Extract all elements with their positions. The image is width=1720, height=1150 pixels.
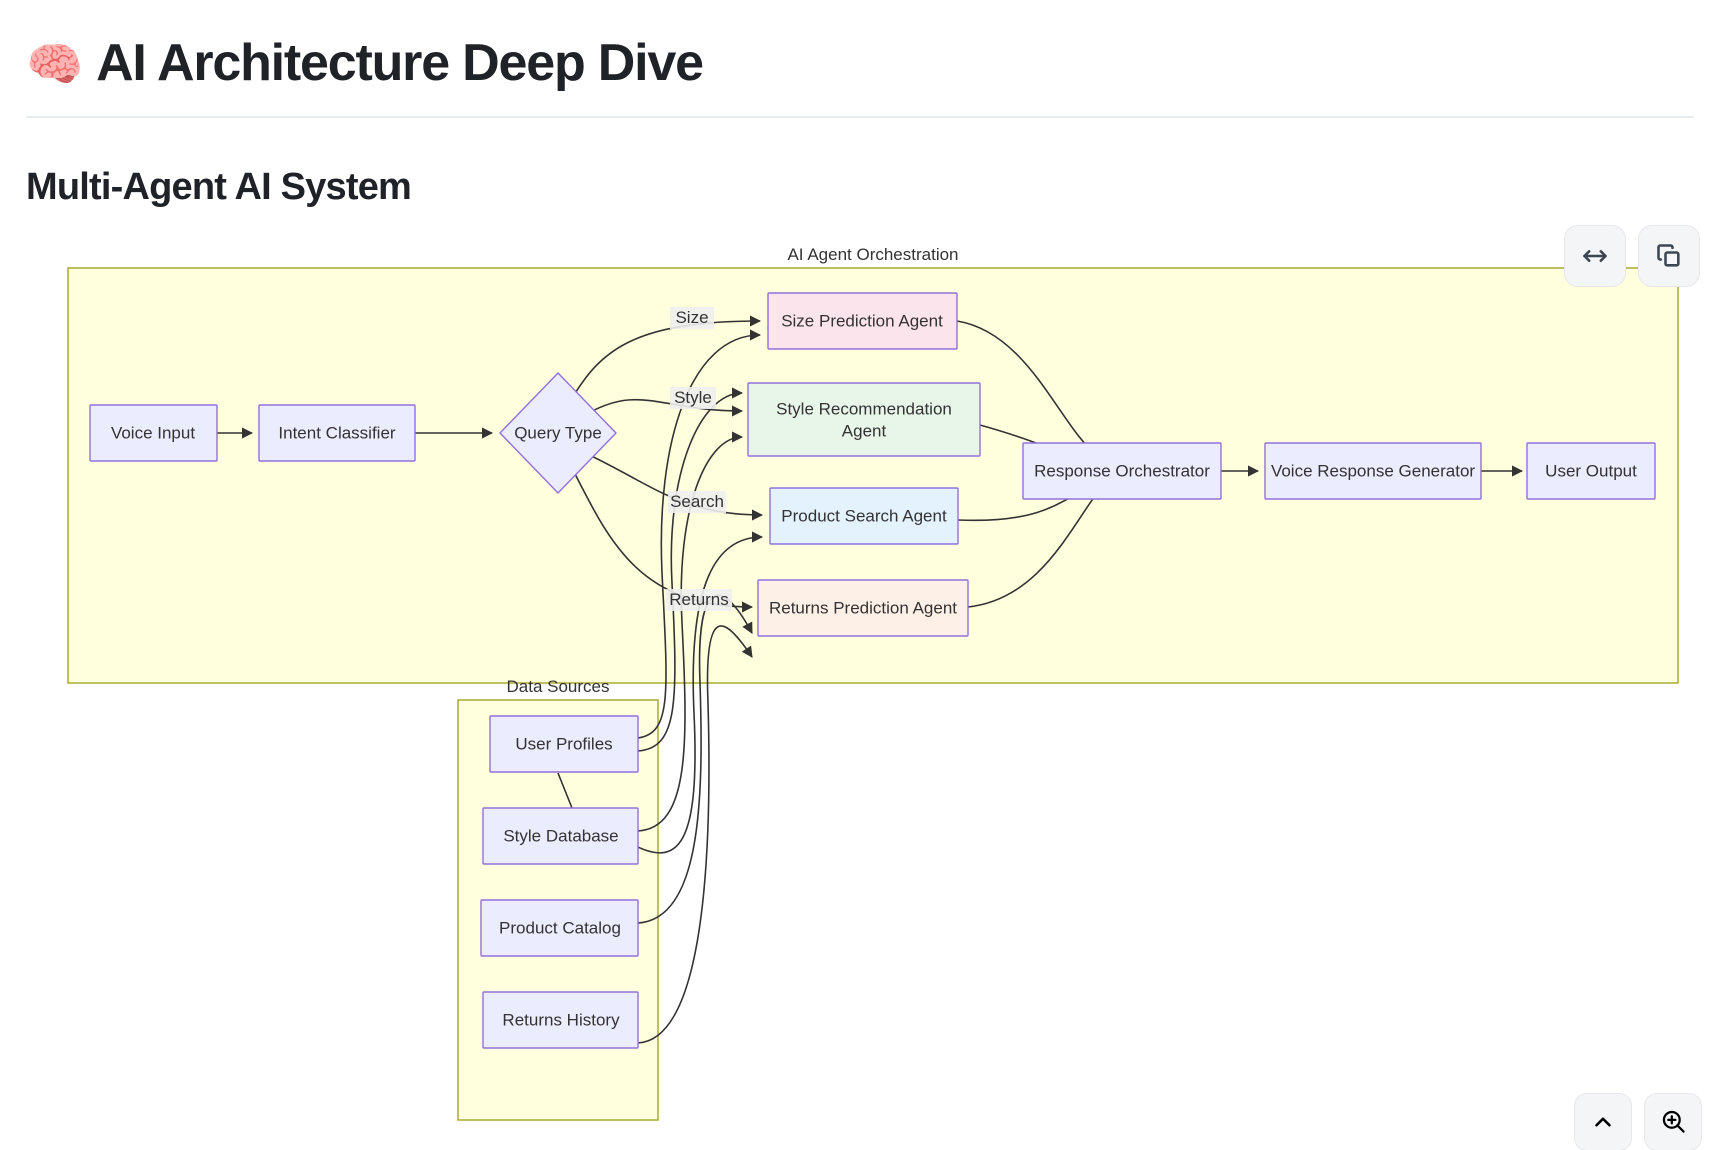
diagram-container[interactable]: AI Agent Orchestration Data Sources — [0, 224, 1720, 1150]
edge-label-layer: Size Style Search Returns — [666, 306, 732, 611]
page-title: 🧠 AI Architecture Deep Dive — [26, 34, 1694, 94]
node-user-output-label: User Output — [1545, 461, 1637, 480]
diagram-top-toolbar — [1564, 224, 1700, 287]
edge-label-style-text: Style — [674, 388, 712, 407]
edge-styledb-to-style — [637, 431, 744, 832]
magnifier-plus-icon — [1662, 1111, 1685, 1134]
node-voice-response-generator-label: Voice Response Generator — [1271, 461, 1475, 480]
edge-productcatalog-to-search — [629, 531, 764, 854]
node-product-catalog-label: Product Catalog — [499, 918, 621, 937]
header-divider — [26, 115, 1694, 118]
edge-returns-to-orchestrator — [967, 487, 1101, 608]
node-voice-response-generator[interactable]: Voice Response Generator — [1264, 442, 1482, 500]
copy-icon — [1657, 244, 1680, 267]
node-intent-classifier[interactable]: Intent Classifier — [258, 404, 416, 462]
edge-userprofiles-to-style — [637, 387, 744, 752]
node-response-orchestrator-label: Response Orchestrator — [1034, 461, 1210, 480]
node-returns-prediction-agent[interactable]: Returns Prediction Agent — [757, 579, 969, 637]
pan-up-button[interactable] — [1574, 1092, 1632, 1150]
node-returns-prediction-agent-label: Returns Prediction Agent — [769, 598, 957, 617]
node-voice-input-label: Voice Input — [111, 423, 195, 442]
node-product-search-agent[interactable]: Product Search Agent — [769, 487, 959, 545]
fit-width-button[interactable] — [1564, 224, 1626, 287]
edge-label-search-text: Search — [670, 492, 724, 511]
node-intent-classifier-label: Intent Classifier — [278, 423, 395, 442]
node-query-type-label: Query Type — [514, 423, 602, 442]
node-product-search-agent-label: Product Search Agent — [781, 506, 947, 525]
node-style-recommendation-agent-label-line2: Agent — [842, 421, 887, 440]
zoom-in-button[interactable] — [1644, 1092, 1702, 1150]
edge-label-returns: Returns — [666, 588, 732, 611]
brain-icon: 🧠 — [26, 37, 83, 90]
node-user-output[interactable]: User Output — [1526, 442, 1656, 500]
node-returns-history[interactable]: Returns History — [482, 991, 639, 1049]
horizontal-double-arrow-icon — [1583, 249, 1607, 262]
edge-query-to-size — [571, 315, 762, 399]
node-returns-history-label: Returns History — [502, 1010, 620, 1029]
cluster-label-orchestration: AI Agent Orchestration — [787, 245, 958, 264]
node-size-prediction-agent-label: Size Prediction Agent — [781, 311, 943, 330]
cluster-label-datasources: Data Sources — [507, 677, 610, 696]
node-style-recommendation-agent[interactable]: Style Recommendation Agent — [747, 382, 981, 457]
edge-returnshistory-to-returns — [637, 624, 753, 1044]
edge-query-to-search — [584, 452, 764, 521]
node-voice-input[interactable]: Voice Input — [89, 404, 218, 462]
node-product-catalog[interactable]: Product Catalog — [480, 899, 639, 957]
diagram-pan-zoom-toolbar — [1504, 1092, 1702, 1150]
chevron-up-icon — [1595, 1117, 1611, 1127]
node-query-type[interactable]: Query Type — [499, 371, 617, 494]
node-style-database[interactable]: Style Database — [482, 807, 639, 865]
node-size-prediction-agent[interactable]: Size Prediction Agent — [767, 292, 958, 350]
edge-label-size: Size — [670, 306, 714, 329]
edge-label-returns-text: Returns — [669, 590, 729, 609]
edge-label-size-text: Size — [675, 308, 708, 327]
mermaid-flowchart: AI Agent Orchestration Data Sources — [67, 245, 1679, 1121]
node-user-profiles[interactable]: User Profiles — [489, 715, 639, 773]
edge-label-search: Search — [668, 490, 726, 513]
node-style-recommendation-agent-label-line1: Style Recommendation — [776, 399, 952, 418]
section-title: Multi-Agent AI System — [26, 165, 412, 208]
page-title-text: AI Architecture Deep Dive — [96, 34, 704, 92]
page-header: 🧠 AI Architecture Deep Dive — [0, 0, 1720, 118]
node-response-orchestrator[interactable]: Response Orchestrator — [1022, 442, 1222, 500]
edge-label-style: Style — [670, 386, 716, 409]
edge-query-to-style — [584, 398, 744, 417]
copy-button[interactable] — [1638, 224, 1700, 287]
node-user-profiles-label: User Profiles — [515, 734, 612, 753]
node-style-database-label: Style Database — [503, 826, 618, 845]
edge-userprofiles-to-size — [637, 329, 762, 739]
